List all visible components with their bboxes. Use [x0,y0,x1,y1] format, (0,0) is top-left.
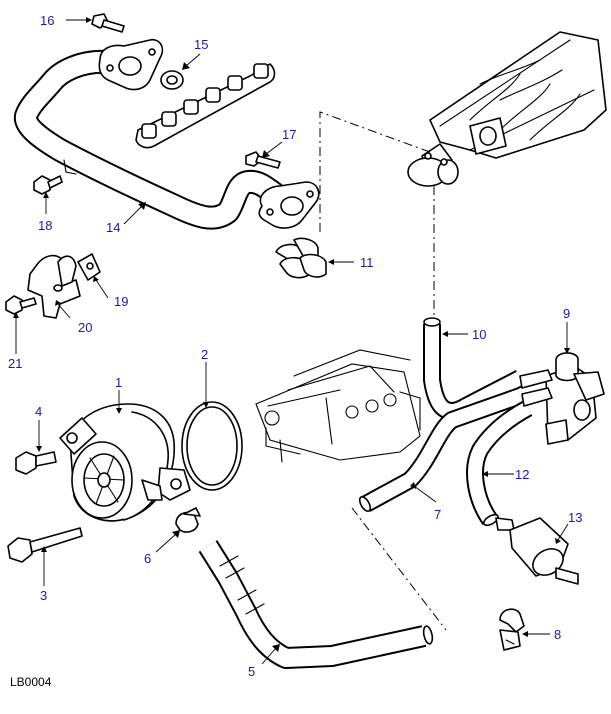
callout-10: 10 [472,327,486,342]
callout-11: 11 [360,255,374,270]
bolt-17 [245,151,281,169]
callout-1: 1 [115,375,122,390]
o-ring-2 [181,401,243,491]
callout-7: 7 [434,507,441,522]
callout-14: 14 [106,220,120,235]
bolt-18 [33,175,63,195]
callout-16: 16 [40,13,54,28]
callout-19: 19 [114,294,128,309]
callout-9: 9 [563,306,570,321]
callout-13: 13 [568,510,582,525]
bolt-4 [15,451,57,475]
egr-pipe-14 [13,38,320,230]
hose-7 [358,387,523,513]
callout-20: 20 [78,320,92,335]
bolt-16 [91,13,125,33]
callout-8: 8 [554,627,561,642]
intake-manifold [407,31,607,187]
callout-15: 15 [194,37,208,52]
callout-21: 21 [8,356,22,371]
inline-filter-13 [495,517,579,585]
vacuum-pump-1 [59,403,191,522]
clip-8 [499,608,525,651]
callout-18: 18 [38,218,52,233]
clip-11 [275,237,327,279]
hose-5 [198,540,434,669]
callout-2: 2 [201,347,208,362]
gasket-15 [135,63,276,149]
bracket-19-20 [27,253,101,319]
bolt-21 [5,295,37,315]
vacuum-valve-9 [519,352,605,445]
hose-clip-6 [175,507,201,533]
callout-4: 4 [35,404,42,419]
callout-6: 6 [144,551,151,566]
leader-lines [13,17,570,665]
callout-12: 12 [515,467,529,482]
connection-lines [319,111,447,631]
bolt-3 [7,527,83,563]
engine-block [255,349,421,463]
diagram-code: LB0004 [10,675,52,689]
callout-17: 17 [282,127,296,142]
hose-12 [466,400,533,527]
callouts: 1 2 3 4 5 6 7 8 9 10 11 12 13 14 15 16 1… [8,13,582,679]
callout-3: 3 [40,588,47,603]
callout-5: 5 [248,664,255,679]
